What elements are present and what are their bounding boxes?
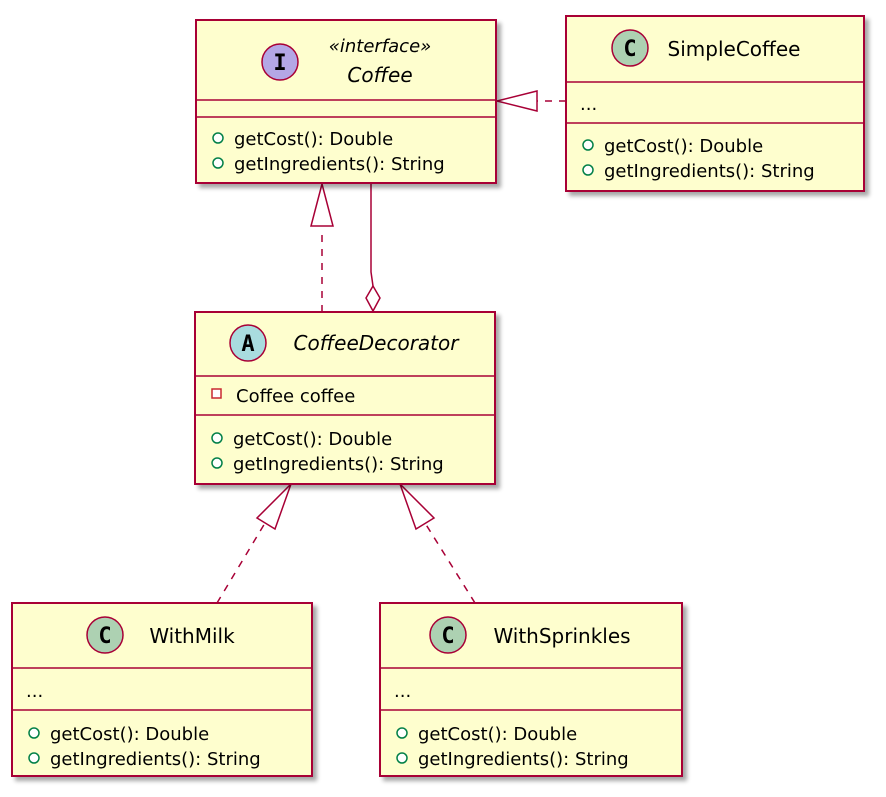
class-badge-icon xyxy=(86,616,124,654)
class-badge-icon xyxy=(429,616,467,654)
class-coffee[interactable]: I «interface» Coffee getCost(): Double g… xyxy=(195,19,497,184)
simplecoffee-field: ... xyxy=(580,94,597,115)
public-method-icon xyxy=(212,157,224,169)
simplecoffee-method: getCost(): Double xyxy=(604,136,763,157)
public-method-icon xyxy=(211,457,223,469)
public-method-icon xyxy=(582,139,594,151)
class-badge-letter: C xyxy=(441,624,454,649)
class-badge-letter: C xyxy=(623,37,636,62)
coffee-method: getIngredients(): String xyxy=(234,154,445,175)
relation-simplecoffee-realizes-coffee xyxy=(496,90,566,112)
public-method-icon xyxy=(212,132,224,144)
withsprinkles-method: getCost(): Double xyxy=(418,724,577,745)
withmilk-method: getIngredients(): String xyxy=(50,749,261,770)
relation-withsprinkles-realizes-decorator xyxy=(399,483,476,604)
relation-decorator-realizes-coffee xyxy=(310,181,334,312)
withsprinkles-method: getIngredients(): String xyxy=(418,749,629,770)
withmilk-class-name: WithMilk xyxy=(149,624,235,648)
class-withsprinkles[interactable]: C WithSprinkles ... getCost(): Double ge… xyxy=(379,602,683,777)
withmilk-field: ... xyxy=(26,681,43,702)
withsprinkles-class-name: WithSprinkles xyxy=(493,624,630,648)
coffeedecorator-class-name: CoffeeDecorator xyxy=(294,331,461,355)
coffeedecorator-method: getIngredients(): String xyxy=(233,454,444,475)
relation-withmilk-realizes-decorator xyxy=(216,483,292,604)
coffee-stereotype: «interface» xyxy=(329,36,432,57)
public-method-icon xyxy=(396,727,408,739)
class-coffeedecorator[interactable]: A CoffeeDecorator Coffee coffee getCost(… xyxy=(194,311,496,485)
abstract-badge-icon xyxy=(229,324,267,362)
coffeedecorator-method: getCost(): Double xyxy=(233,429,392,450)
class-withmilk[interactable]: C WithMilk ... getCost(): Double getIngr… xyxy=(11,602,313,777)
interface-badge-icon xyxy=(261,43,299,81)
coffee-method: getCost(): Double xyxy=(234,129,393,150)
relation-decorator-aggregates-coffee xyxy=(365,184,381,313)
simplecoffee-class-name: SimpleCoffee xyxy=(668,37,801,61)
simplecoffee-method: getIngredients(): String xyxy=(604,161,815,182)
public-method-icon xyxy=(582,164,594,176)
public-method-icon xyxy=(28,727,40,739)
public-method-icon xyxy=(396,752,408,764)
coffee-class-name: Coffee xyxy=(347,63,412,87)
private-field-icon xyxy=(211,388,222,399)
class-simplecoffee[interactable]: C SimpleCoffee ... getCost(): Double get… xyxy=(565,15,865,192)
withmilk-method: getCost(): Double xyxy=(50,724,209,745)
coffeedecorator-field: Coffee coffee xyxy=(236,386,355,407)
abstract-badge-letter: A xyxy=(241,332,254,357)
withsprinkles-field: ... xyxy=(394,681,411,702)
public-method-icon xyxy=(28,752,40,764)
class-badge-icon xyxy=(611,29,649,67)
interface-badge-letter: I xyxy=(273,51,286,76)
class-badge-letter: C xyxy=(98,624,111,649)
public-method-icon xyxy=(211,432,223,444)
